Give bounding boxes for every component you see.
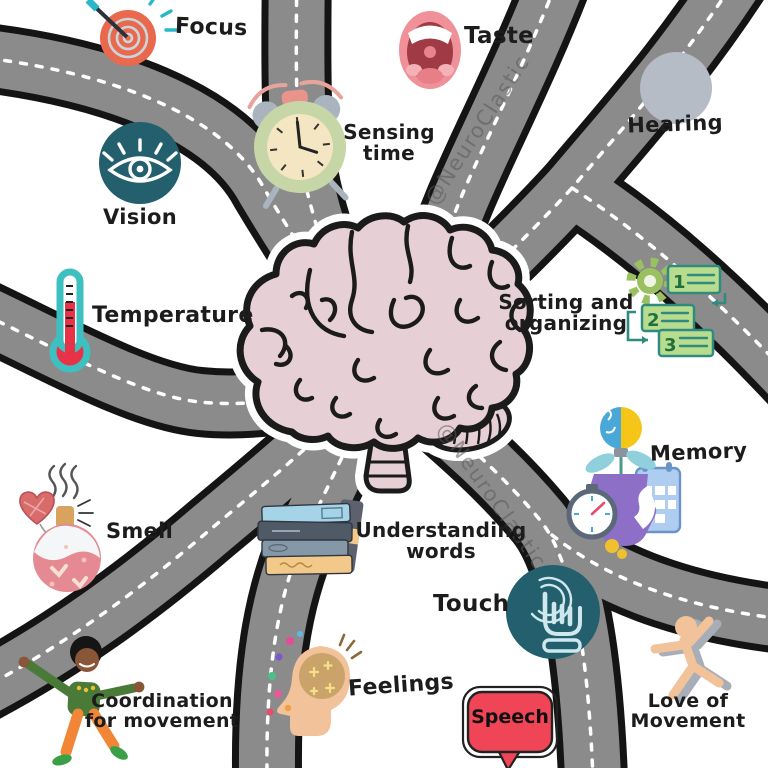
label-sorting: Sorting and organizing — [498, 290, 634, 335]
label-touch: Touch — [433, 591, 510, 617]
sorting-step-1: 1 — [673, 272, 686, 293]
sorting-organizing-icon: 1 2 3 — [626, 257, 727, 358]
label-understanding-words: Understanding words — [355, 518, 527, 563]
touch-hand-icon — [506, 565, 600, 659]
taste-mouth-icon — [399, 11, 461, 89]
feelings-head-icon — [266, 631, 363, 736]
label-focus: Focus — [174, 13, 248, 42]
alarm-clock-icon — [247, 79, 349, 209]
label-coordination: Coordination for movement — [84, 690, 240, 732]
dancing-child-icon — [18, 636, 145, 766]
sorting-step-2: 2 — [647, 310, 660, 331]
brain-illustration — [229, 204, 542, 502]
books-icon — [257, 499, 364, 576]
label-vision: Vision — [103, 205, 177, 229]
label-taste: Taste — [464, 23, 535, 49]
label-sensing-time: Sensing time — [343, 120, 435, 165]
label-memory: Memory — [649, 438, 748, 466]
vision-eye-icon — [99, 122, 181, 204]
smell-perfume-icon — [19, 462, 101, 592]
label-smell: Smell — [106, 519, 174, 543]
focus-sparks-icon — [148, 0, 178, 32]
focus-target-icon — [85, 0, 178, 66]
thermometer-icon — [49, 268, 91, 373]
memory-icon — [566, 407, 682, 559]
label-love-of-movement: Love of Movement — [630, 690, 746, 732]
label-hearing: Hearing — [626, 110, 724, 138]
feelings-flowers-icon — [266, 631, 303, 716]
leaping-figure-icon — [650, 616, 732, 703]
brain-folds — [259, 223, 527, 440]
hearing-circle-icon — [640, 52, 712, 124]
speech-bubble-icon — [461, 685, 559, 768]
sorting-step-3: 3 — [664, 335, 677, 356]
label-temperature: Temperature — [92, 303, 254, 328]
label-speech: Speech — [471, 706, 549, 728]
